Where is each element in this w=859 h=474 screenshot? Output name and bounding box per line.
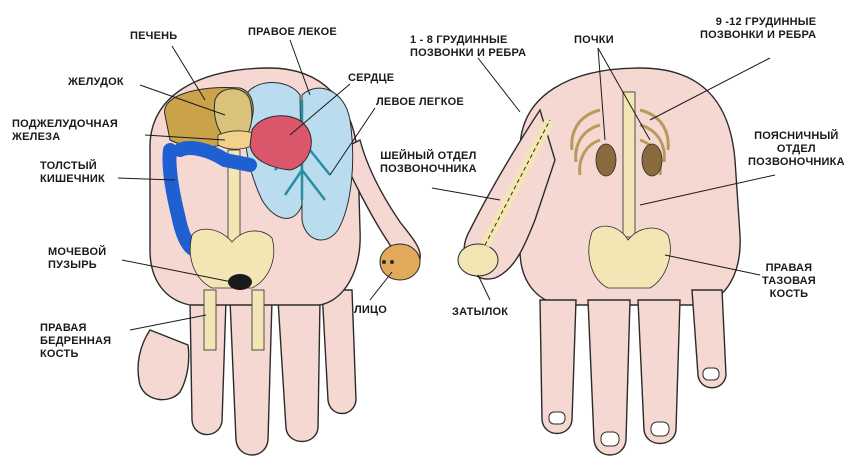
left-hand-finger-3 <box>278 300 320 442</box>
label-left-lung: ЛЕВОЕ ЛЕГКОЕ <box>376 96 464 109</box>
label-thoracic-9-12: 9 -12 ГРУДИННЫЕ ПОЗВОНКИ И РЕБРА <box>700 16 816 42</box>
fingernail <box>703 368 719 380</box>
label-bladder-line: МОЧЕВОЙ <box>48 246 106 259</box>
label-pelvis-line: ПРАВАЯ <box>762 262 816 275</box>
kidney-shape <box>642 144 662 176</box>
label-kidneys: ПОЧКИ <box>574 34 614 47</box>
label-colon: ТОЛСТЫЙ КИШЕЧНИК <box>40 160 105 186</box>
label-pelvis-line: КОСТЬ <box>762 288 816 301</box>
label-bladder: МОЧЕВОЙ ПУЗЫРЬ <box>48 246 106 272</box>
left-hand-thumb <box>138 330 189 400</box>
spine-bones <box>623 92 635 237</box>
label-thoracic-1-8-line: 1 - 8 ГРУДИННЫЕ <box>410 34 526 47</box>
label-femur-line: ПРАВАЯ <box>40 322 111 335</box>
label-lumbar-line: ПОЯСНИЧНЫЙ <box>748 130 845 143</box>
fingernail <box>601 432 619 446</box>
femur-bone <box>252 290 264 350</box>
label-pancreas-line: ЖЕЛЕЗА <box>12 131 118 144</box>
femur-bone <box>204 290 216 350</box>
skull-shape <box>458 244 498 276</box>
label-heart: СЕРДЦЕ <box>348 72 394 85</box>
label-cervical: ШЕЙНЫЙ ОТДЕЛ ПОЗВОНОЧНИКА <box>380 150 477 176</box>
fingernail <box>651 422 669 436</box>
label-pelvis: ПРАВАЯ ТАЗОВАЯ КОСТЬ <box>762 262 816 301</box>
label-bladder-line: ПУЗЫРЬ <box>48 259 106 272</box>
label-stomach: ЖЕЛУДОК <box>68 76 124 89</box>
leader-line <box>478 58 520 112</box>
left-hand <box>138 68 420 455</box>
label-cervical-line: ШЕЙНЫЙ ОТДЕЛ <box>380 150 477 163</box>
label-thoracic-9-12-line: 9 -12 ГРУДИННЫЕ <box>700 16 816 29</box>
label-lumbar-line: ПОЗВОНОЧНИКА <box>748 156 845 169</box>
face-eye <box>382 260 386 264</box>
label-pancreas: ПОДЖЕЛУДОЧНАЯ ЖЕЛЕЗА <box>12 118 118 144</box>
label-thoracic-9-12-line: ПОЗВОНКИ И РЕБРА <box>700 29 816 42</box>
label-colon-line: КИШЕЧНИК <box>40 173 105 186</box>
label-lumbar-line: ОТДЕЛ <box>748 143 845 156</box>
label-cervical-line: ПОЗВОНОЧНИКА <box>380 163 477 176</box>
label-thoracic-1-8: 1 - 8 ГРУДИННЫЕ ПОЗВОНКИ И РЕБРА <box>410 34 526 60</box>
label-colon-line: ТОЛСТЫЙ <box>40 160 105 173</box>
fingernail <box>549 412 565 424</box>
left-hand-finger-4 <box>322 290 356 414</box>
leader-line <box>370 272 392 300</box>
label-thoracic-1-8-line: ПОЗВОНКИ И РЕБРА <box>410 47 526 60</box>
label-liver: ПЕЧЕНЬ <box>130 30 177 43</box>
label-femur: ПРАВАЯ БЕДРЕННАЯ КОСТЬ <box>40 322 111 361</box>
label-pelvis-line: ТАЗОВАЯ <box>762 275 816 288</box>
kidney-shape <box>596 144 616 176</box>
label-femur-line: БЕДРЕННАЯ <box>40 335 111 348</box>
label-right-lung: ПРАВОЕ ЛЕКОЕ <box>248 26 337 39</box>
label-face: ЛИЦО <box>354 304 387 317</box>
label-pancreas-line: ПОДЖЕЛУДОЧНАЯ <box>12 118 118 131</box>
label-lumbar: ПОЯСНИЧНЫЙ ОТДЕЛ ПОЗВОНОЧНИКА <box>748 130 845 169</box>
label-femur-line: КОСТЬ <box>40 348 111 361</box>
label-occiput: ЗАТЫЛОК <box>452 306 508 319</box>
face-eye <box>390 260 394 264</box>
left-hand-finger-2 <box>230 300 272 455</box>
